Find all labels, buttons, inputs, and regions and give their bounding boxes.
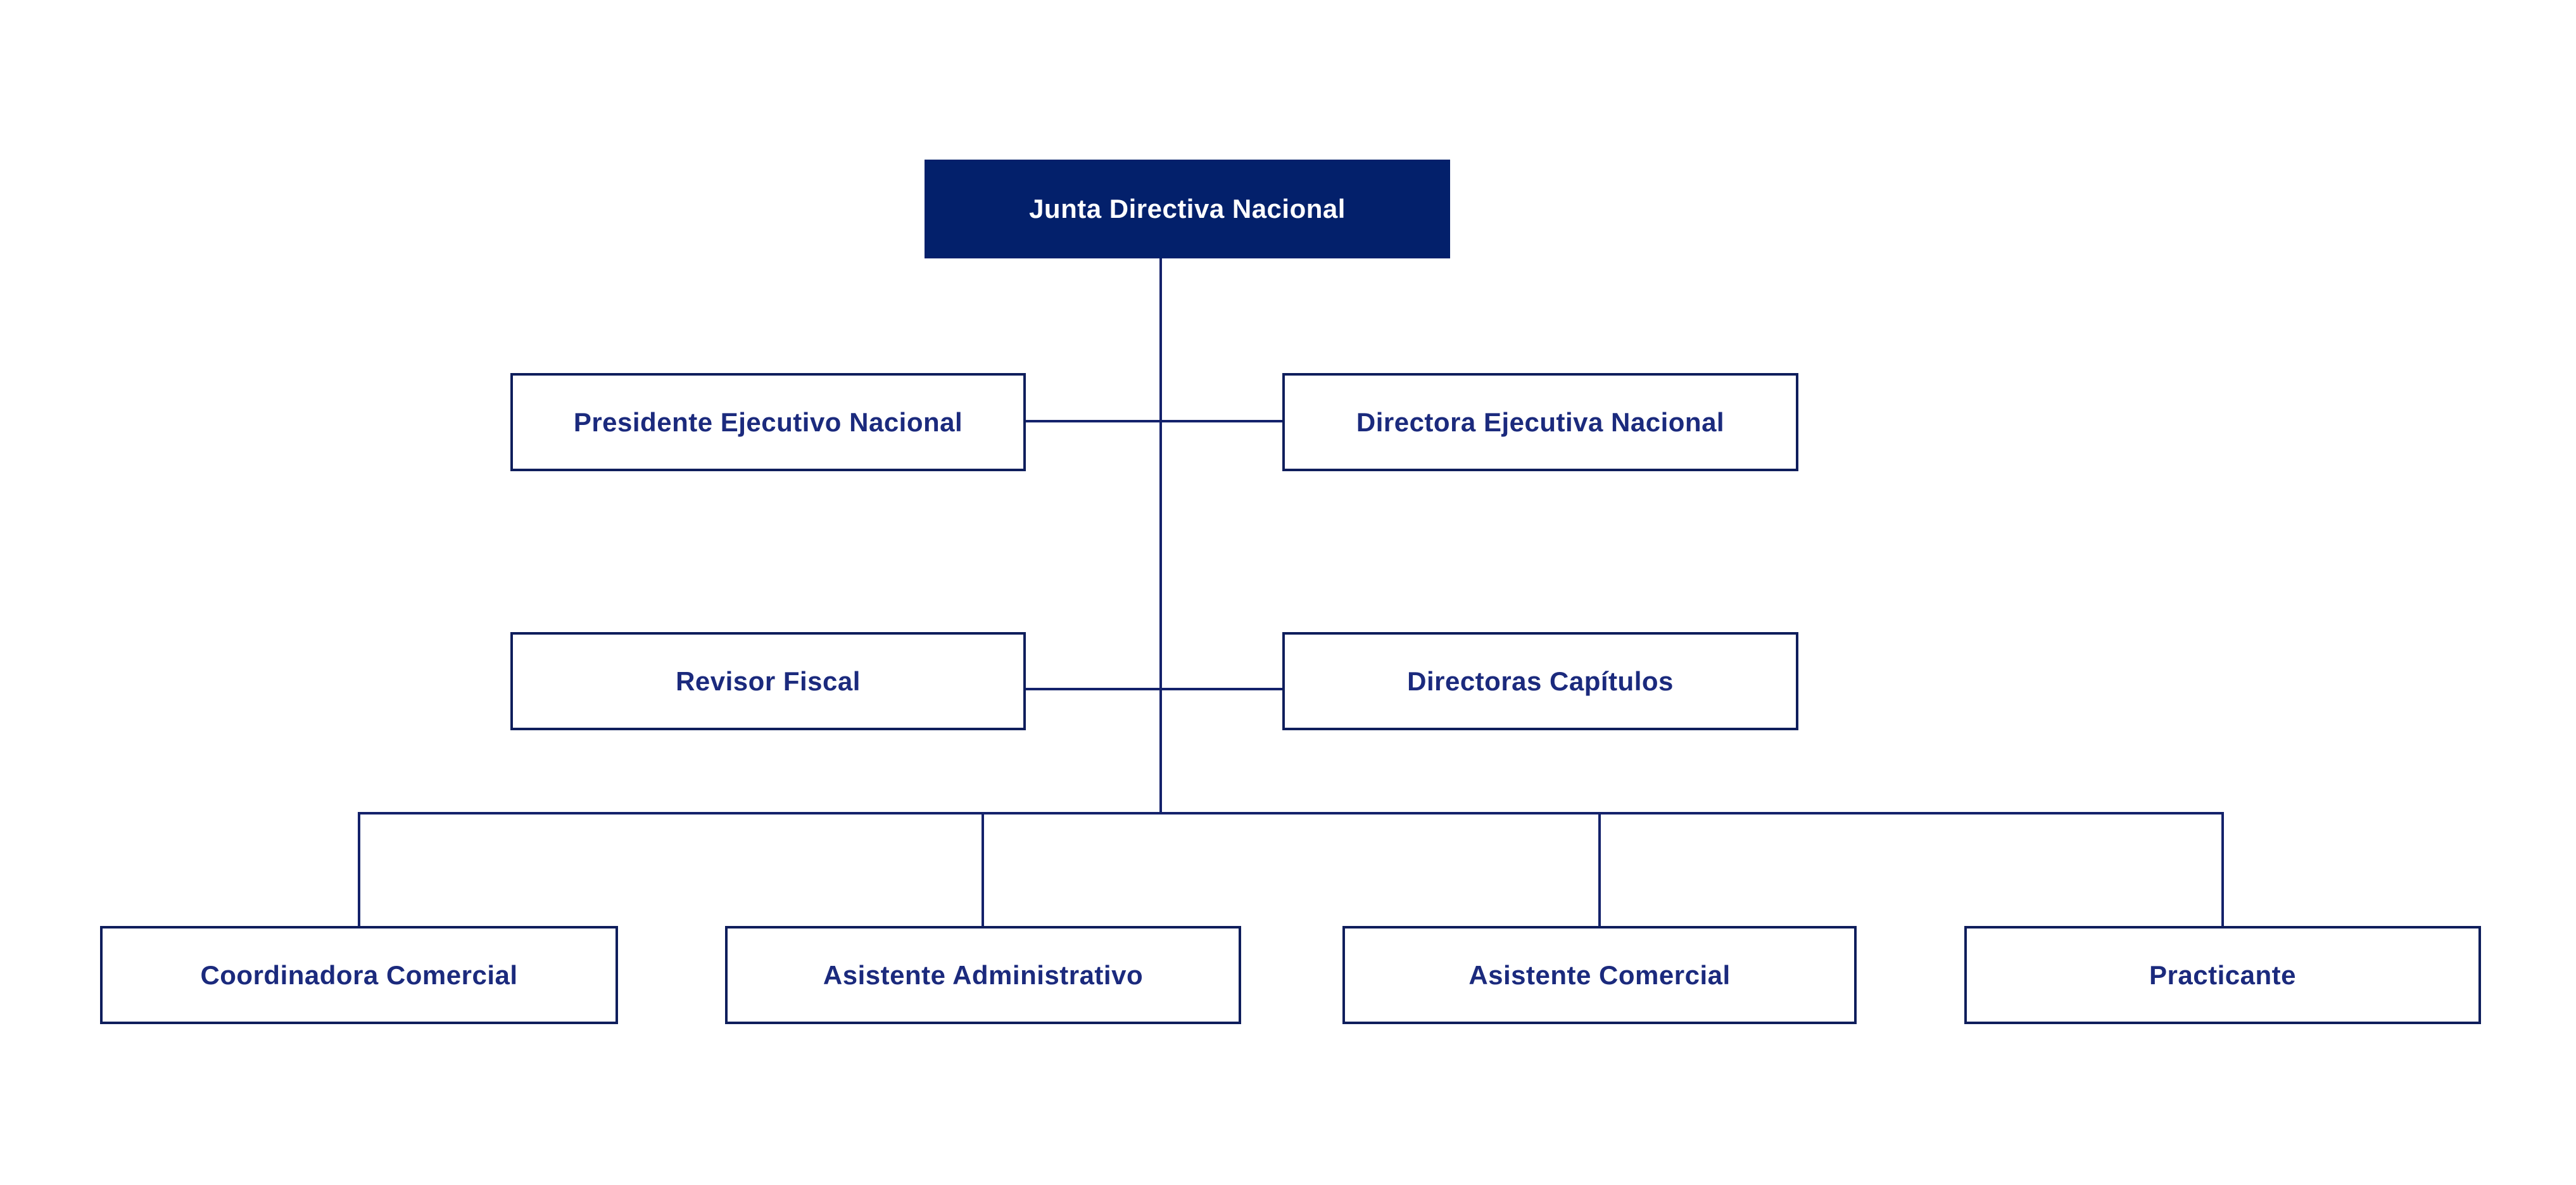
node-junta-directiva-nacional: Junta Directiva Nacional bbox=[925, 160, 1450, 258]
node-label: Asistente Comercial bbox=[1468, 960, 1731, 990]
node-label: Revisor Fiscal bbox=[676, 666, 861, 696]
connector-main-vertical-line bbox=[1159, 258, 1162, 814]
node-asistente-comercial: Asistente Comercial bbox=[1342, 926, 1857, 1024]
node-label: Presidente Ejecutivo Nacional bbox=[573, 407, 963, 437]
node-asistente-administrativo: Asistente Administrativo bbox=[725, 926, 1241, 1024]
node-label: Directora Ejecutiva Nacional bbox=[1356, 407, 1725, 437]
node-label: Directoras Capítulos bbox=[1407, 666, 1674, 696]
connector-drop-practicante-line bbox=[2221, 812, 2224, 927]
node-label: Practicante bbox=[2149, 960, 2296, 990]
connector-level2-horizontal-line bbox=[1026, 420, 1282, 422]
node-revisor-fiscal: Revisor Fiscal bbox=[510, 632, 1026, 730]
node-label: Asistente Administrativo bbox=[823, 960, 1144, 990]
node-practicante: Practicante bbox=[1964, 926, 2481, 1024]
connector-drop-coordinadora-line bbox=[358, 812, 360, 927]
connector-level4-horizontal-line bbox=[358, 812, 2224, 814]
node-directoras-capitulos: Directoras Capítulos bbox=[1282, 632, 1798, 730]
connector-level3-horizontal-line bbox=[1026, 688, 1282, 690]
node-coordinadora-comercial: Coordinadora Comercial bbox=[100, 926, 618, 1024]
node-directora-ejecutiva-nacional: Directora Ejecutiva Nacional bbox=[1282, 373, 1798, 471]
connector-drop-asistente-comercial-line bbox=[1598, 812, 1601, 927]
node-label: Coordinadora Comercial bbox=[200, 960, 518, 990]
node-label: Junta Directiva Nacional bbox=[1029, 194, 1346, 224]
node-presidente-ejecutivo-nacional: Presidente Ejecutivo Nacional bbox=[510, 373, 1026, 471]
connector-drop-asistente-administrativo-line bbox=[982, 812, 984, 927]
